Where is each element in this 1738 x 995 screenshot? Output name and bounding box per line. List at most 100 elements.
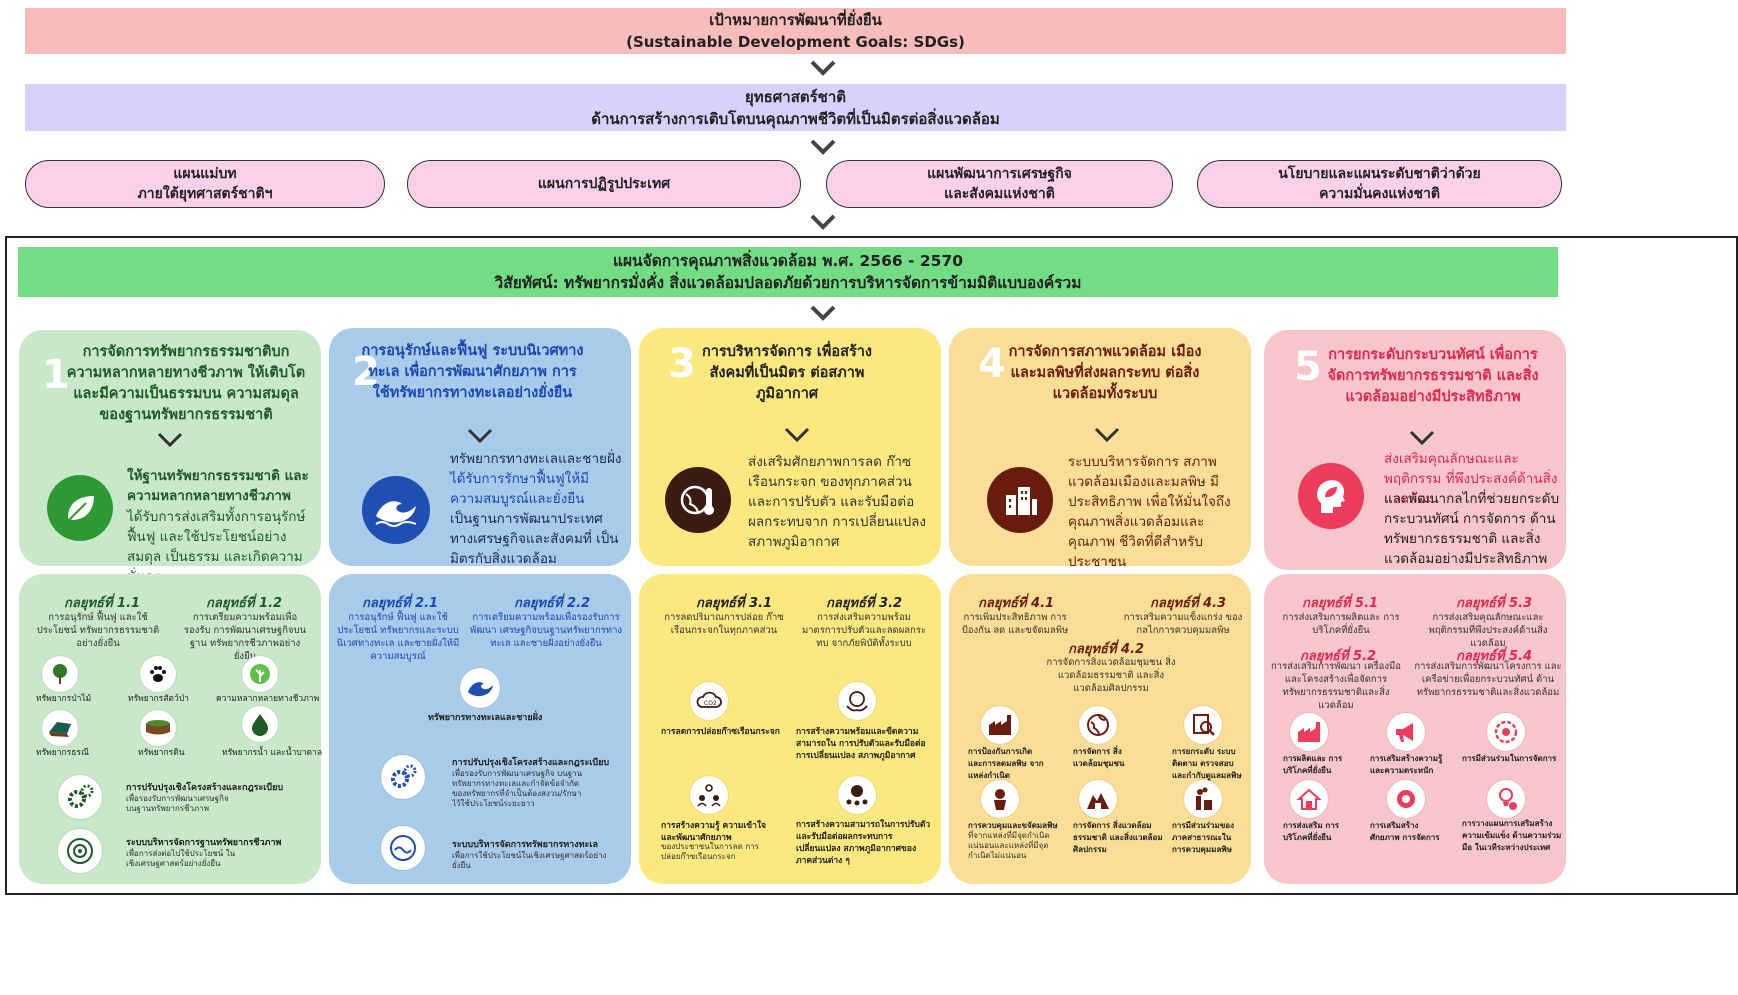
- strategy-4-1-desc: การเพิ่มประสิทธิภาพ การป้องกัน ลด และขจั…: [961, 612, 1069, 636]
- strategy-5-item5-label: การเสริมสร้าง ศักยภาพ การจัดการ: [1370, 821, 1440, 842]
- env-plan-frame: [5, 236, 1738, 895]
- strategy-5-item4-label: การส่งเสริม การบริโภคที่ยั่งยืน: [1283, 821, 1340, 842]
- community-globe-icon: [838, 776, 876, 814]
- capacity-icon: [1387, 780, 1425, 818]
- strategy-3-item3-label: การสร้างความรู้ ความเข้าใจ และพัฒนาศักยภ…: [661, 821, 766, 843]
- chevron-down-icon: [810, 214, 836, 230]
- plan-economic-line1: แผนพัฒนาการเศรษฐกิจ: [927, 166, 1072, 182]
- strategy-2-1-title: กลยุทธ์ที่ 2.1: [362, 596, 439, 611]
- chevron-down-icon: [1409, 430, 1435, 446]
- plan-economic-social: แผนพัฒนาการเศรษฐกิจ และสังคมแห่งชาติ: [826, 160, 1173, 208]
- factory-icon: [981, 706, 1019, 744]
- mineral-icon: [42, 710, 78, 746]
- strategy-4-item3-label: การยกระดับ ระบบติดตาม ตรวจสอบ และกำกับดู…: [1172, 747, 1242, 780]
- plan-master-line2: ภายใต้ยุทศาสตร์ชาติฯ: [137, 186, 273, 202]
- head-leaf-icon: [1298, 463, 1364, 529]
- strategy-5-item2-label: การเสริมสร้างความรู้ และความตระหนัก: [1370, 754, 1443, 775]
- goal-2-desc-a: ทรัพยากรทางทะเลและชายฝั่ง: [450, 451, 622, 467]
- goal-3-title: การบริหารจัดการ เพื่อสร้างสังคมที่เป็นมิ…: [702, 344, 872, 402]
- city-icon: [987, 467, 1053, 533]
- strategy-1-2-desc: การเตรียมความพร้อมเพื่อรองรับ การพัฒนาเศ…: [183, 612, 307, 662]
- env-plan-banner: แผนจัดการคุณภาพสิ่งแวดล้อม พ.ศ. 2566 - 2…: [18, 247, 1558, 297]
- goal-5-title: การยกระดับกระบวนทัศน์ เพื่อการจัดการทรัพ…: [1327, 347, 1539, 405]
- plan-reform: แผนการปฏิรูปประเทศ: [407, 160, 801, 208]
- strategy-1-row2-sub: เพื่อการส่งต่อไปใช้ประโยชน์ ในเชิงเศรษฐศ…: [126, 849, 236, 868]
- strategy-2-row1-label: การปรับปรุงเชิงโครงสร้างและกฎระเบียบ: [452, 758, 610, 768]
- strategy-3-2-desc: การส่งเสริมความพร้อม มาตรการปรับตัวและลด…: [801, 612, 927, 649]
- waste-icon: [981, 780, 1019, 818]
- strategy-4-item5-label: การจัดการ สิ่งแวดล้อมธรรมชาติ และสิ่งแวด…: [1073, 821, 1163, 854]
- participation-icon: [1487, 713, 1525, 751]
- strategy-1-row2-label: ระบบบริหารจัดการฐานทรัพยากรชีวภาพ: [126, 838, 282, 848]
- wave-icon: [362, 476, 430, 544]
- plan-economic-line2: และสังคมแห่งชาติ: [944, 186, 1055, 202]
- strategy-1-2-title: กลยุทธ์ที่ 1.2: [206, 596, 283, 611]
- national-strategy-banner: ยุทธศาสตร์ชาติ ด้านการสร้างการเติบโตบนคุ…: [25, 84, 1566, 131]
- strategy-2-panel: [329, 574, 631, 884]
- strategy-5-4-title: กลยุทธ์ที่ 5.4: [1456, 649, 1533, 664]
- strategy-5-1-title: กลยุทธ์ที่ 5.1: [1302, 596, 1379, 611]
- strategy-3-1-title: กลยุทธ์ที่ 3.1: [696, 596, 773, 611]
- strategy-3-item2-label: การสร้างความพร้อมและขีดความสามารถใน การป…: [796, 727, 926, 761]
- leaf-icon: [47, 475, 113, 541]
- goal-1-title: การจัดการทรัพยากรธรรมชาติบก ความหลากหลาย…: [66, 344, 306, 423]
- goal-5-card: [1264, 330, 1566, 570]
- biodiversity-system-icon: [58, 829, 102, 873]
- strategy-2-2-desc: การเตรียมความพร้อมเพื่อรองรับการพัฒนา เศ…: [469, 612, 623, 649]
- strategy-2-row2-label: ระบบบริหารจัดการทรัพยากรทางทะเล: [452, 840, 598, 850]
- gears-icon: [58, 775, 102, 819]
- goal-1-number: 1: [42, 352, 70, 398]
- strategy-1-row1-label: การปรับปรุงเชิงโครงสร้างและกฎระเบียบ: [126, 783, 284, 793]
- svg-text:CO2: CO2: [704, 700, 717, 707]
- globe-community-icon: [1079, 706, 1117, 744]
- chevron-down-icon: [1094, 427, 1120, 443]
- goal-2-title: การอนุรักษ์และฟื้นฟู ระบบนิเวศทางทะเล เพ…: [361, 343, 584, 401]
- paw-icon: [140, 656, 176, 692]
- chevron-down-icon: [157, 432, 183, 448]
- production-icon: [1290, 713, 1328, 751]
- goal-2-desc-c: เป็นฐานการพัฒนาประเทศ ทางเศรษฐกิจและสังค…: [450, 511, 619, 567]
- strategy-5-2-title: กลยุทธ์ที่ 5.2: [1300, 649, 1377, 664]
- strategy-3-item3-sub: ของประชาชนในการลด การปล่อยก๊าซเรือนกระจก: [661, 842, 759, 861]
- chevron-down-icon: [810, 305, 836, 321]
- chevron-down-icon: [467, 428, 493, 444]
- goal-4-desc: ระบบบริหารจัดการ สภาพแวดล้อมเมืองและมลพิ…: [1068, 454, 1231, 570]
- smokestack-icon: [1184, 780, 1222, 818]
- strategy-5-item1-label: การผลิตและ การบริโภคที่ยั่งยืน: [1283, 754, 1343, 775]
- plan-security-line1: นโยบายและแผนระดับชาติว่าด้วย: [1278, 166, 1481, 182]
- forest-label: ทรัพยากรป่าไม้: [36, 694, 92, 704]
- chevron-down-icon: [810, 60, 836, 76]
- wildlife-label: ทรัพยากรสัตว์ป่า: [128, 694, 189, 704]
- strategy-3-1-desc: การลดปริมาณการปล่อย ก๊าซเรือนกระจกในทุกภ…: [664, 612, 784, 636]
- strategy-5-item6-label: การวางแผนการเสริมสร้าง ความเข้มแข็ง ด้าน…: [1462, 819, 1562, 852]
- strategy-5-1-desc: การส่งเสริมการผลิตและ การบริโภคที่ยั่งยื…: [1282, 612, 1400, 636]
- tree-icon: [42, 656, 78, 692]
- people-idea-icon: [690, 776, 728, 814]
- gears-icon: [381, 755, 425, 799]
- strategy-1-1-title: กลยุทธ์ที่ 1.1: [64, 596, 141, 611]
- goal-5-number: 5: [1294, 344, 1322, 390]
- strategy-5-3-title: กลยุทธ์ที่ 5.3: [1456, 596, 1533, 611]
- strategy-4-3-title: กลยุทธ์ที่ 4.3: [1150, 596, 1227, 611]
- heritage-icon: [1079, 780, 1117, 818]
- goal-3-desc: ส่งเสริมศักยภาพการลด ก๊าซเรือนกระจก ของท…: [748, 454, 927, 550]
- planning-icon: [1487, 780, 1525, 818]
- strategy-4-item4-sub: ที่จากแหล่งที่มีจุดกำเนิด แน่นอนและแหล่ง…: [968, 831, 1050, 860]
- goal-5-desc-a: ส่งเสริมคุณลักษณะและพฤติกรรม ที่พึงประสง…: [1384, 451, 1558, 507]
- strategy-4-2-title: กลยุทธ์ที่ 4.2: [1068, 642, 1145, 657]
- co2-cloud-icon: CO2: [690, 682, 728, 720]
- strategy-5-3-desc: การส่งเสริมคุณลักษณะและ พฤติกรรมที่พึงปร…: [1428, 612, 1548, 649]
- geology-label: ทรัพยากรธรณี: [36, 748, 89, 758]
- strategy-1-1-desc: การอนุรักษ์ ฟื้นฟู และใช้ประโยชน์ ทรัพยา…: [36, 612, 160, 649]
- strategy-5-2-desc: การส่งเสริมการพัฒนา เครื่องมือ และโครงสร…: [1271, 661, 1401, 711]
- goal-1-desc-highlight: ให้ฐานทรัพยากรธรรมชาติ และความหลากหลายทา…: [127, 468, 309, 504]
- chevron-down-icon: [784, 427, 810, 443]
- env-plan-title: แผนจัดการคุณภาพสิ่งแวดล้อม พ.ศ. 2566 - 2…: [612, 252, 964, 270]
- strategy-4-1-title: กลยุทธ์ที่ 4.1: [978, 596, 1055, 611]
- goal-2-number: 2: [352, 349, 380, 395]
- plan-master: แผนแม่บท ภายใต้ยุทศาสตร์ชาติฯ: [25, 160, 385, 208]
- water-drop-icon: [242, 706, 278, 742]
- plan-security: นโยบายและแผนระดับชาติว่าด้วย ความมั่นคงแ…: [1197, 160, 1562, 208]
- strategy-1-row1-sub: เพื่อรองรับการพัฒนาเศรษฐกิจ บนฐานทรัพยาก…: [126, 794, 229, 813]
- inspection-icon: [1184, 706, 1222, 744]
